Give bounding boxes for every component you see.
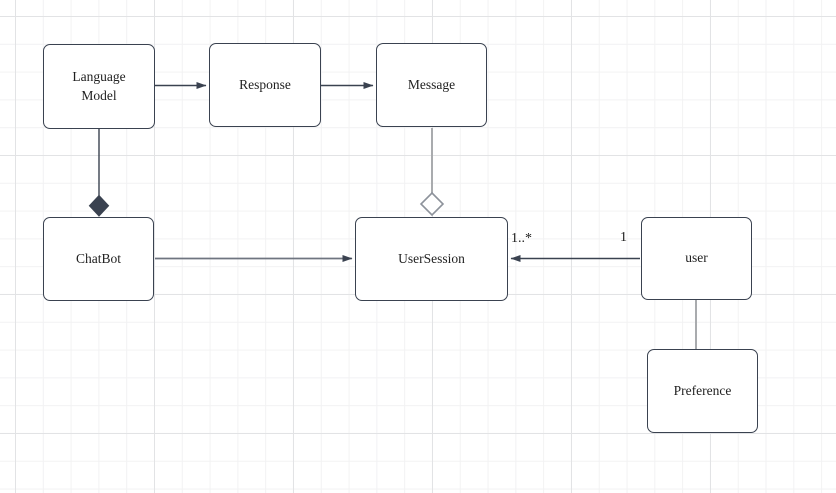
node-preference-label: Preference: [673, 382, 732, 398]
composition-diamond-icon: [88, 194, 110, 217]
node-response[interactable]: Response: [209, 43, 321, 127]
node-message[interactable]: Message: [376, 43, 487, 127]
aggregation-diamond-icon: [419, 191, 445, 217]
node-response-label: Response: [239, 76, 291, 92]
node-user-label: user: [685, 250, 708, 266]
node-preference[interactable]: Preference: [647, 349, 758, 433]
node-usersession[interactable]: UserSession: [355, 217, 508, 301]
node-message-label: Message: [407, 76, 456, 92]
node-chatbot-label: ChatBot: [75, 250, 121, 266]
multiplicity-label-source[interactable]: 1: [620, 230, 627, 245]
node-chatbot[interactable]: ChatBot: [43, 217, 154, 301]
node-usersession-label: UserSession: [398, 250, 465, 266]
node-user[interactable]: user: [641, 217, 752, 300]
node-language-model[interactable]: Language Model: [43, 44, 155, 129]
node-language-model-label: Language Model: [72, 69, 126, 103]
multiplicity-label-target[interactable]: 1..*: [511, 231, 532, 246]
